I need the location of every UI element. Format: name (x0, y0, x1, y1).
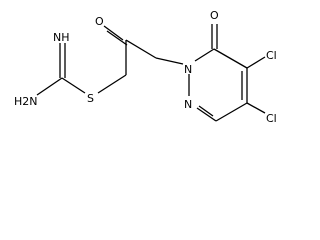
bond-co-a (103, 25, 124, 41)
ring-c3-n2-a (196, 107, 217, 122)
bond-c-s (61, 77, 86, 94)
ring-c3-n2-b (198, 105, 214, 117)
atom-labels: NH H2N S O N N O Cl Cl (14, 9, 277, 125)
atom-ring-nitrogen-1-label: N (184, 63, 192, 76)
bond-s-ch2 (97, 74, 127, 94)
atom-imine-label: NH (53, 31, 70, 44)
atom-chlorine-top-label: Cl (266, 49, 277, 62)
atom-sulfur-label: S (87, 92, 94, 105)
bond-c-cl-bottom (246, 102, 266, 114)
atom-amine-label: H2N (14, 95, 38, 108)
bond-lines (36, 24, 266, 122)
bond-co-ch2 (125, 39, 157, 59)
bond-ch2-n (155, 57, 184, 65)
atom-ring-oxygen-label: O (210, 9, 219, 22)
ring-c6-c5 (213, 48, 248, 69)
ring-c4-c3 (215, 102, 248, 122)
ring-n1-c6 (194, 48, 215, 62)
chemical-structure: NH H2N S O N N O Cl Cl (14, 9, 277, 125)
bond-c-cl-top (246, 56, 266, 69)
atom-ring-nitrogen-2-label: N (184, 98, 192, 111)
atom-chlorine-bottom-label: Cl (266, 112, 277, 125)
atom-ketone-oxygen-label: O (95, 15, 104, 28)
bond-co-b (106, 30, 128, 46)
bond-c-nh2 (36, 77, 63, 96)
